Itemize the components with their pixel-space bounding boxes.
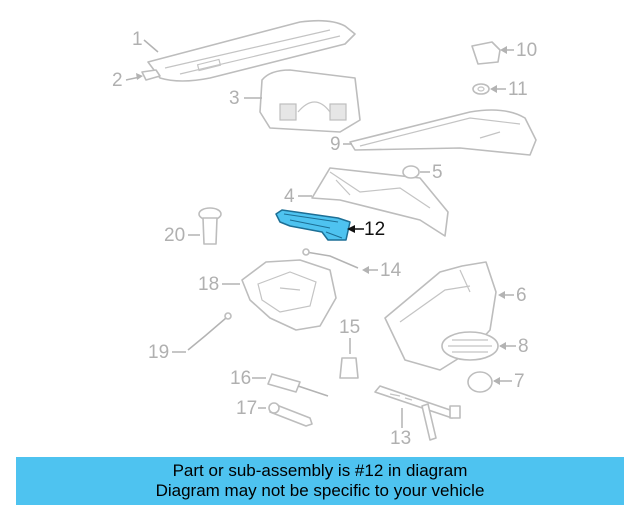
callout-16: 16 bbox=[230, 368, 266, 389]
callout-9: 9 bbox=[330, 134, 352, 155]
part-1-parcel-shelf bbox=[147, 19, 356, 82]
callout-15: 15 bbox=[339, 317, 360, 354]
part-9-trim-strip bbox=[349, 109, 537, 156]
part-20-fitting bbox=[198, 207, 222, 245]
part-8-vent bbox=[441, 331, 499, 361]
callout-5: 5 bbox=[420, 162, 443, 183]
svg-text:10: 10 bbox=[516, 40, 537, 61]
callout-6: 6 bbox=[498, 285, 527, 306]
callout-17: 17 bbox=[236, 398, 266, 419]
callout-19: 19 bbox=[148, 342, 186, 363]
part-16-screwdriver bbox=[267, 373, 329, 397]
callout-11: 11 bbox=[490, 79, 528, 100]
callout-10: 10 bbox=[500, 40, 537, 61]
callout-8: 8 bbox=[499, 336, 529, 357]
svg-text:15: 15 bbox=[339, 317, 360, 338]
banner-line-1: Part or sub-assembly is #12 in diagram bbox=[172, 461, 468, 480]
info-banner: Part or sub-assembly is #12 in diagram D… bbox=[16, 457, 624, 505]
svg-text:13: 13 bbox=[390, 428, 411, 449]
svg-text:14: 14 bbox=[380, 260, 402, 281]
part-17-wrench bbox=[268, 402, 313, 427]
svg-text:11: 11 bbox=[508, 79, 528, 100]
banner-line-2: Diagram may not be specific to your vehi… bbox=[155, 481, 485, 500]
svg-text:8: 8 bbox=[518, 336, 529, 357]
callout-13: 13 bbox=[390, 408, 411, 449]
part-11-washer bbox=[472, 83, 490, 95]
svg-text:2: 2 bbox=[112, 70, 123, 91]
svg-text:9: 9 bbox=[330, 134, 341, 155]
part-10-bracket bbox=[471, 41, 501, 65]
svg-text:1: 1 bbox=[132, 29, 143, 50]
callout-1: 1 bbox=[132, 29, 159, 53]
part-13-tool bbox=[374, 385, 461, 441]
part-5-grommet bbox=[402, 165, 420, 179]
svg-text:16: 16 bbox=[230, 368, 251, 389]
svg-text:20: 20 bbox=[164, 225, 185, 246]
svg-text:5: 5 bbox=[432, 162, 443, 183]
callout-14: 14 bbox=[362, 260, 402, 281]
svg-text:19: 19 bbox=[148, 342, 169, 363]
svg-text:18: 18 bbox=[198, 274, 219, 295]
part-4-trim bbox=[311, 167, 449, 237]
callout-7: 7 bbox=[493, 371, 525, 392]
parts-diagram: 1 2 3 4 5 bbox=[112, 19, 537, 449]
part-7-cap bbox=[467, 371, 493, 393]
svg-text:7: 7 bbox=[514, 371, 525, 392]
svg-text:4: 4 bbox=[284, 186, 295, 207]
callout-3: 3 bbox=[229, 88, 262, 109]
callout-12: 12 bbox=[347, 219, 385, 240]
part-15-clip bbox=[339, 357, 359, 379]
callout-18: 18 bbox=[198, 274, 240, 295]
part-19-cable bbox=[187, 312, 232, 351]
svg-text:3: 3 bbox=[229, 88, 240, 109]
part-3-trim-panel bbox=[259, 69, 361, 133]
part-18-tray bbox=[241, 259, 337, 331]
part-12-highlighted-bracket[interactable] bbox=[275, 209, 351, 241]
part-14-rod bbox=[302, 248, 359, 269]
part-2-clip bbox=[141, 69, 161, 81]
svg-text:6: 6 bbox=[516, 285, 527, 306]
svg-text:17: 17 bbox=[236, 398, 257, 419]
callout-4: 4 bbox=[284, 186, 312, 207]
callout-20: 20 bbox=[164, 225, 200, 246]
callout-2: 2 bbox=[112, 70, 143, 91]
svg-text:12: 12 bbox=[364, 219, 385, 240]
